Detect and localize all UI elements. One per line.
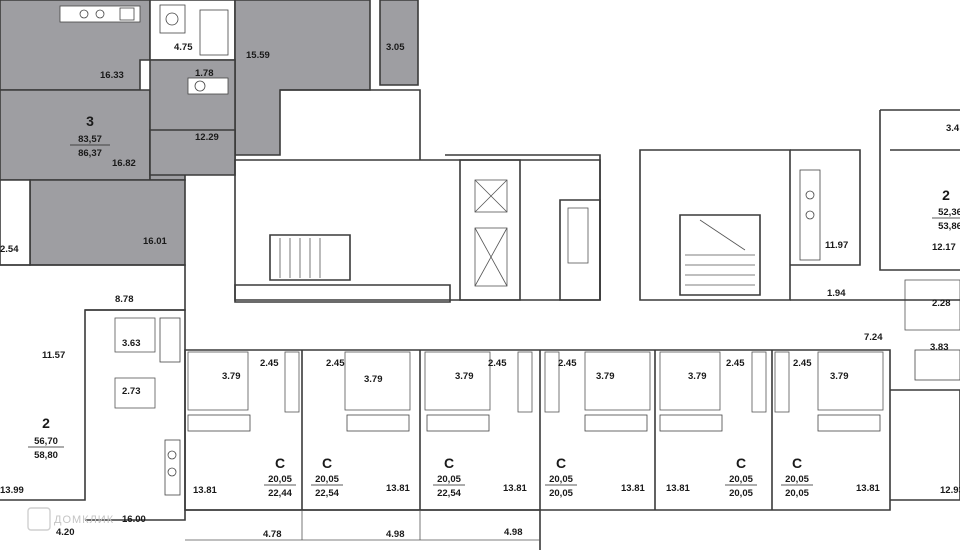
studio-3-hall-area: 2.45 <box>488 358 507 369</box>
studio-5-hall-area: 2.45 <box>726 358 745 369</box>
studio-labels: С 20,05 22,44 С 20,05 22,54 С 20,05 22,5… <box>264 455 813 499</box>
studio-3-type: С <box>444 455 454 471</box>
selected-rooms: 3 <box>86 113 94 129</box>
room-area-2-54: 2.54 <box>0 244 19 255</box>
studio-5-area-b: 20,05 <box>729 488 753 499</box>
right-area-living: 52,36 <box>938 207 960 218</box>
balcony-area-2: 4.98 <box>386 529 405 540</box>
studio-2-bath-area: 3.79 <box>364 374 383 385</box>
studio-5-room-area: 13.81 <box>666 483 690 494</box>
right-area-total: 53,86 <box>938 221 960 232</box>
studio-4-area-a: 20,05 <box>549 474 573 485</box>
room-area-11-57: 11.57 <box>42 350 65 361</box>
room-area-12-17: 12.17 <box>932 242 956 253</box>
balcony-area-3: 4.98 <box>504 527 523 538</box>
room-area-3-05: 3.05 <box>386 42 405 53</box>
studio-5-area-a: 20,05 <box>729 474 753 485</box>
room-area-4-75: 4.75 <box>174 42 193 53</box>
room-area-7-24: 7.24 <box>864 332 883 343</box>
watermark: ДОМКЛИК <box>27 507 114 531</box>
room-area-16-33: 16.33 <box>100 70 124 81</box>
studio-2-type: С <box>322 455 332 471</box>
right-apartment-labels: 2 52,36 53,86 <box>932 187 960 232</box>
studio-5-type: С <box>736 455 746 471</box>
left-apartment-labels: 2 56,70 58,80 <box>28 415 64 461</box>
studio-2-hall-area: 2.45 <box>326 358 345 369</box>
room-area-12-93: 12.93 <box>940 485 960 496</box>
room-area-11-97: 11.97 <box>825 240 848 251</box>
right-apartment[interactable] <box>790 109 960 501</box>
studio-1-type: С <box>275 455 285 471</box>
studio-3-area-a: 20,05 <box>437 474 461 485</box>
room-area-4-20: 4.20 <box>56 527 75 538</box>
studio-4-room-area: 13.81 <box>621 483 645 494</box>
room-area-16-00: 16.00 <box>122 514 146 525</box>
room-area-2-28: 2.28 <box>932 298 951 309</box>
room-area-12-29: 12.29 <box>195 132 219 143</box>
studio-4-area-b: 20,05 <box>549 488 573 499</box>
room-area-3-4x: 3.4 <box>946 123 960 134</box>
studio-3-room-area: 13.81 <box>503 483 527 494</box>
right-rooms: 2 <box>942 187 950 203</box>
studio-1-hall-area: 2.45 <box>260 358 279 369</box>
studio-1-area-b: 22,44 <box>268 488 292 499</box>
room-area-1-78: 1.78 <box>195 68 214 79</box>
left-area-total: 58,80 <box>34 450 58 461</box>
room-area-1-94: 1.94 <box>827 288 846 299</box>
studio-4-bath-area: 3.79 <box>596 371 615 382</box>
left-area-living: 56,70 <box>34 436 58 447</box>
studio-6-hall-area: 2.45 <box>793 358 812 369</box>
room-area-2-73: 2.73 <box>122 386 141 397</box>
studio-3-area-b: 22,54 <box>437 488 461 499</box>
room-area-labels: 4.75 15.59 3.05 16.33 1.78 12.29 16.82 1… <box>0 42 960 540</box>
studio-6-room-area: 13.81 <box>856 483 880 494</box>
left-rooms: 2 <box>42 415 50 431</box>
studio-6-bath-area: 3.79 <box>830 371 849 382</box>
selected-area-living: 83,57 <box>78 134 102 145</box>
studio-6-type: С <box>792 455 802 471</box>
studio-4-type: С <box>556 455 566 471</box>
bath-fixtures-selected <box>59 4 229 95</box>
room-area-3-63: 3.63 <box>122 338 141 349</box>
watermark-logo-icon <box>27 507 51 531</box>
studio-1-area-a: 20,05 <box>268 474 292 485</box>
studio-2-area-a: 20,05 <box>315 474 339 485</box>
studios-row <box>184 349 891 550</box>
studio-3-bath-area: 3.79 <box>455 371 474 382</box>
studio-1-room-area: 13.81 <box>193 485 217 496</box>
left-apartment[interactable] <box>0 264 186 521</box>
studio-1-bath-area: 3.79 <box>222 371 241 382</box>
studio-6-area-b: 20,05 <box>785 488 809 499</box>
studio-2-room-area: 13.81 <box>386 483 410 494</box>
room-area-3-83: 3.83 <box>930 342 949 353</box>
room-area-15-59: 15.59 <box>246 50 270 61</box>
room-area-16-82: 16.82 <box>112 158 136 169</box>
room-area-13-99: 13.99 <box>0 485 24 496</box>
balcony-area-1: 4.78 <box>263 529 282 540</box>
selected-area-total: 86,37 <box>78 148 102 159</box>
room-area-16-01: 16.01 <box>143 236 167 247</box>
common-areas <box>234 89 791 303</box>
studio-6-area-a: 20,05 <box>785 474 809 485</box>
watermark-text: ДОМКЛИК <box>54 514 114 526</box>
stairs-right <box>685 219 755 286</box>
studio-2-area-b: 22,54 <box>315 488 339 499</box>
selected-apartment-labels: 3 83,57 86,37 <box>70 113 110 159</box>
room-area-8-78: 8.78 <box>115 294 134 305</box>
studio-5-bath-area: 3.79 <box>688 371 707 382</box>
stairs-left <box>279 238 321 278</box>
studio-4-hall-area: 2.45 <box>558 358 577 369</box>
